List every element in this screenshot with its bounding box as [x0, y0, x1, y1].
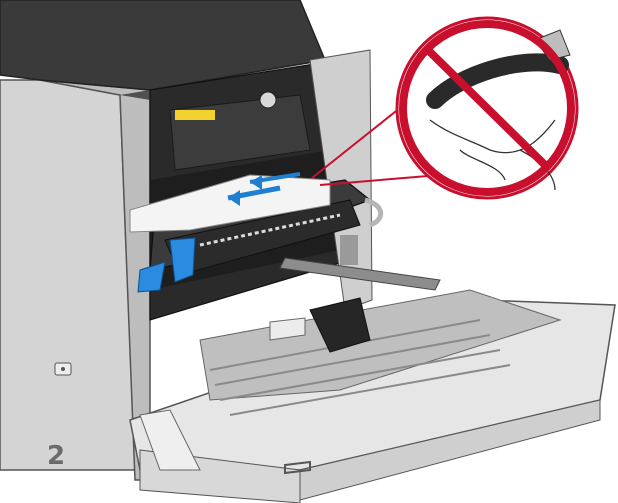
right-door: [129, 257, 616, 503]
prohibition-icon: [399, 20, 575, 196]
release-lever-icon: [137, 237, 196, 293]
step-number: 2: [47, 441, 66, 471]
pull-direction-arrow-icon: [227, 172, 301, 206]
yellow-indicator: [175, 110, 215, 120]
prohibition-callout: [395, 16, 579, 200]
door-handle-icon: [284, 460, 311, 475]
callout-connector: [311, 99, 441, 186]
